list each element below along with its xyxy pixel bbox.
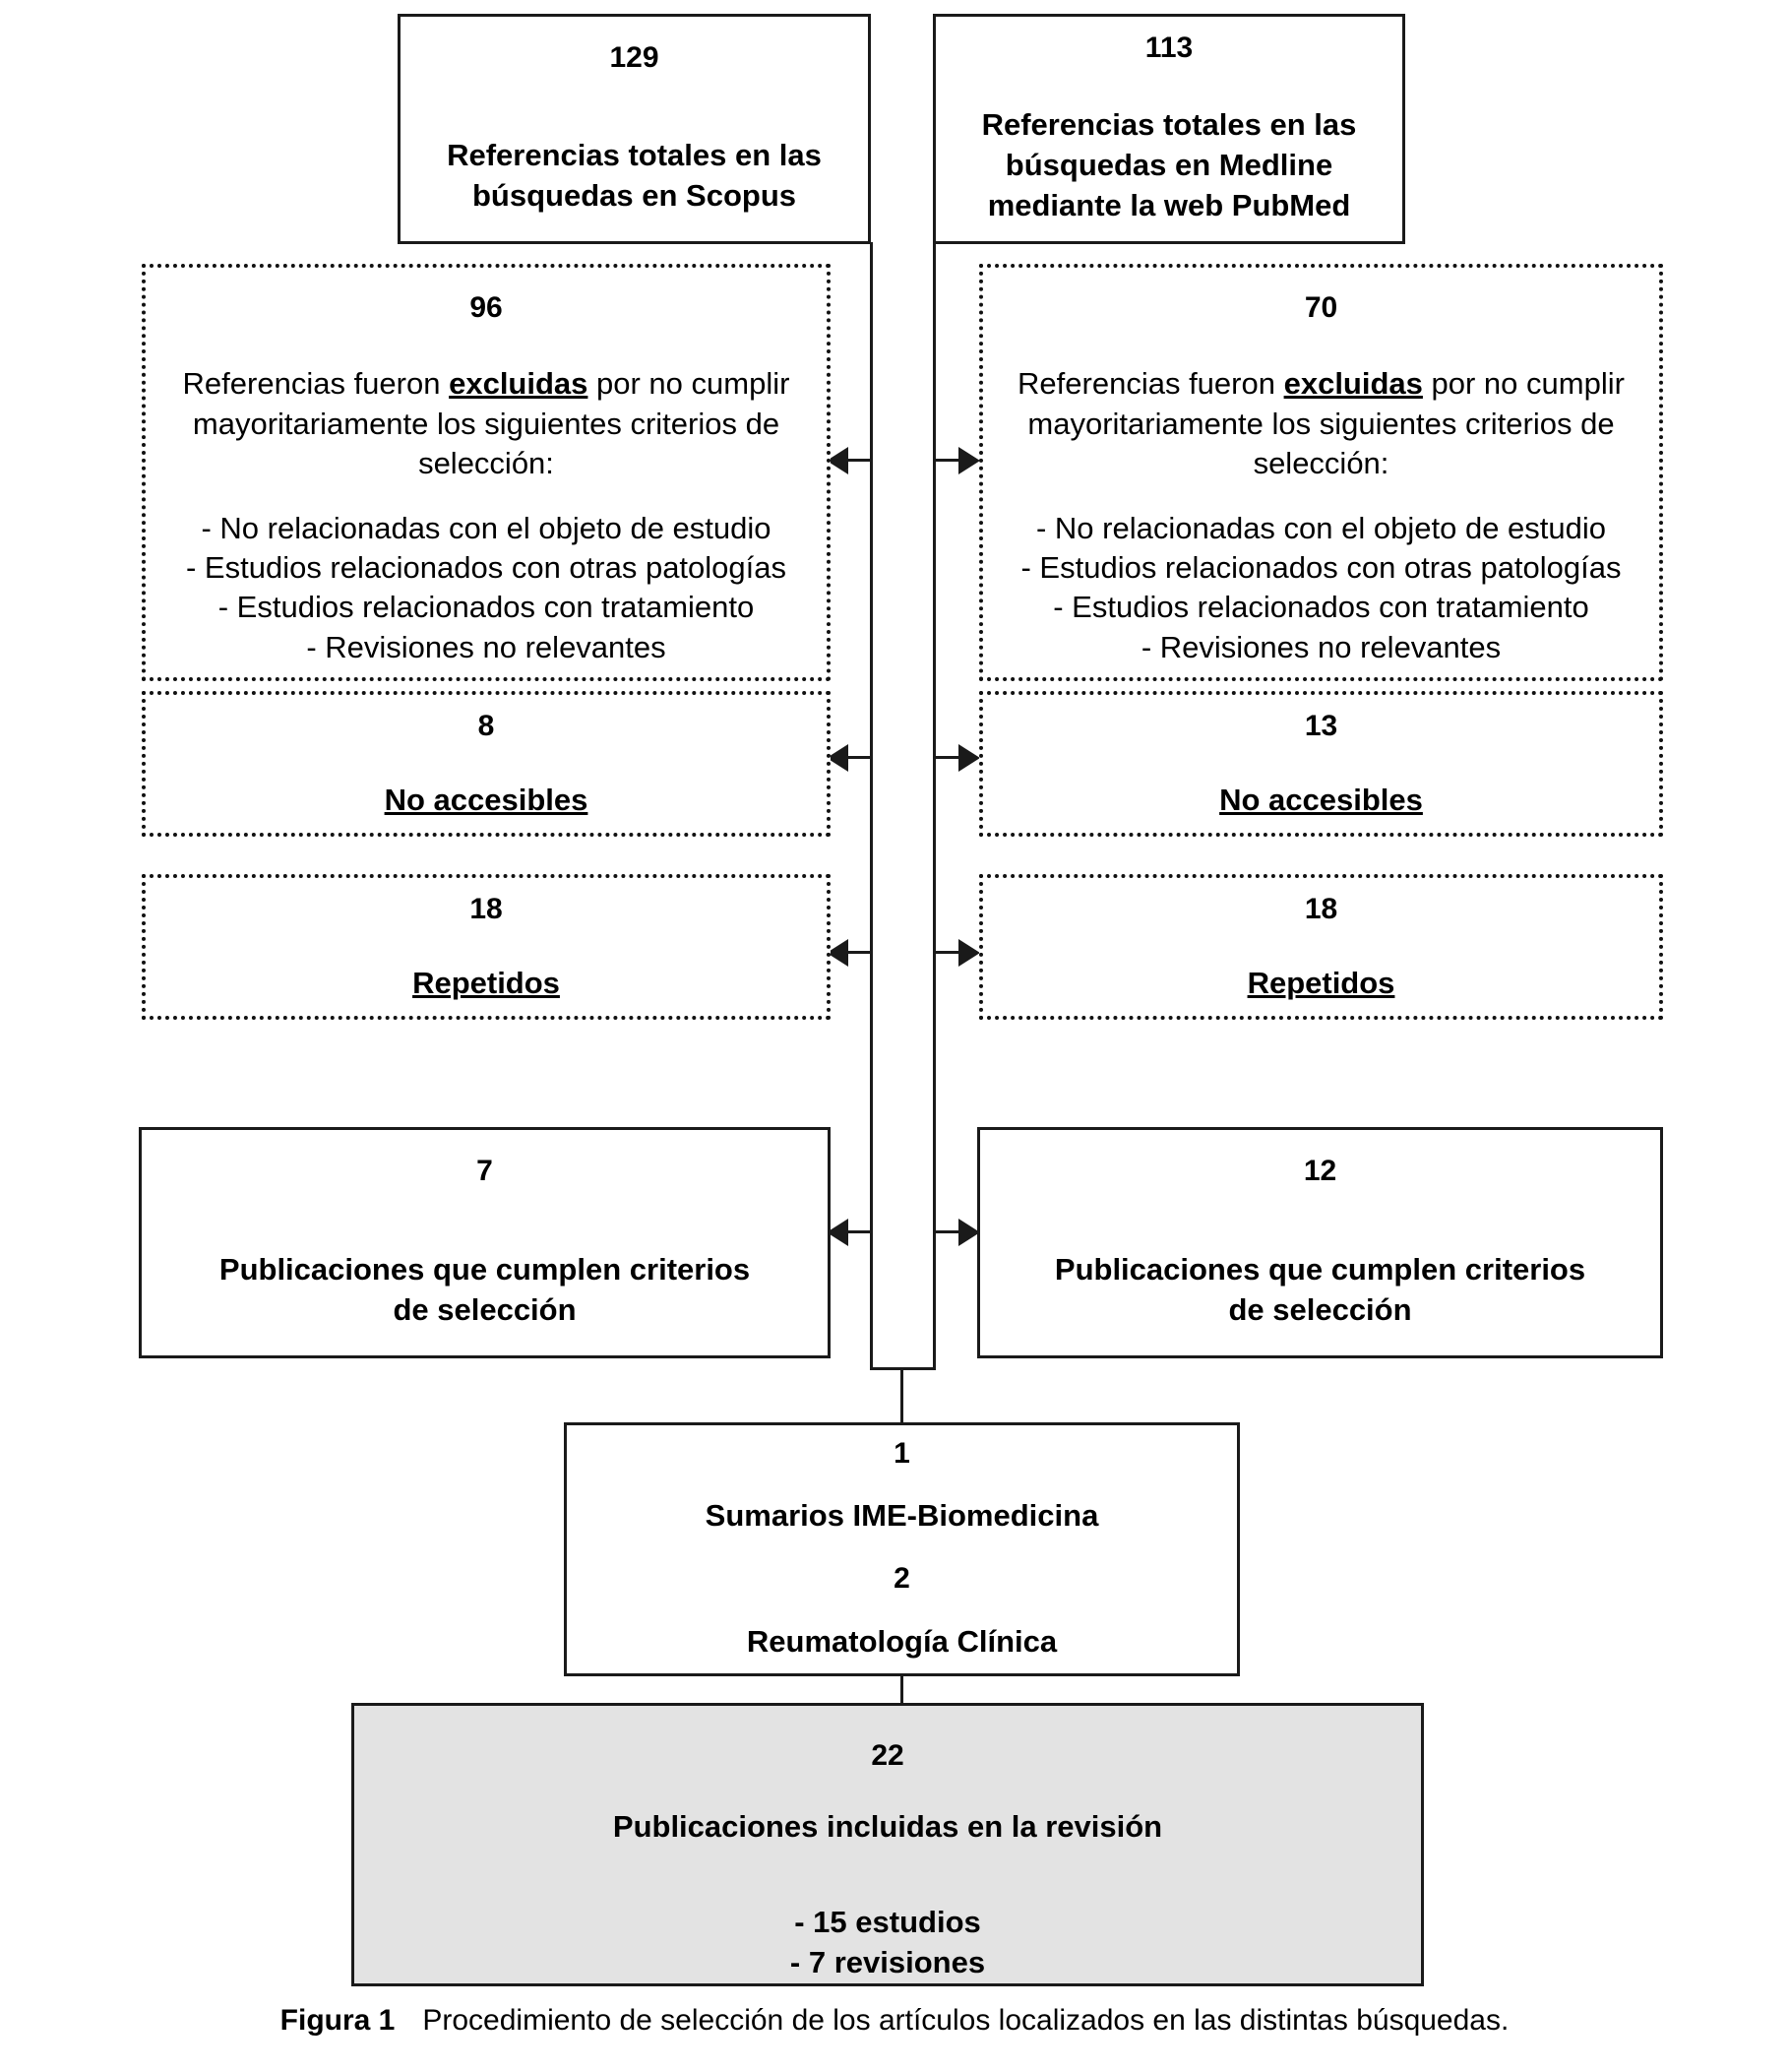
arrow-line-meetcriteria-left	[848, 1230, 872, 1233]
other-sources-label-1: Sumarios IME-Biomedicina	[705, 1498, 1099, 1534]
excluded-box-right: 70 Referencias fueron excluidas por no c…	[979, 264, 1663, 681]
other-sources-to-included-line	[900, 1676, 903, 1726]
excluded-right-criterion-1: - No relacionadas con el objeto de estud…	[1035, 510, 1607, 545]
meeting-criteria-left-label-line2: de selección	[393, 1291, 577, 1327]
other-sources-count-2: 2	[894, 1562, 910, 1595]
not-accessible-box-right: 13 No accesibles	[979, 691, 1663, 837]
arrowhead-excluded-right-icon	[958, 447, 980, 474]
included-label: Publicaciones incluidas en la revisión	[612, 1808, 1163, 1844]
arrow-line-notaccessible-right	[934, 756, 959, 759]
not-accessible-right-count: 13	[1304, 709, 1338, 742]
source-box-scopus: 129 Referencias totales en las búsquedas…	[398, 14, 871, 244]
excluded-right-line2: mayoritariamente los siguientes criterio…	[1027, 406, 1615, 441]
excluded-left-intro: Referencias fueron excluidas por no cump…	[183, 364, 790, 404]
central-left-connector-line	[870, 242, 873, 1370]
central-to-other-sources-line	[900, 1367, 903, 1422]
included-breakdown-1: - 15 estudios	[794, 1905, 981, 1940]
meeting-criteria-right-count: 12	[1303, 1155, 1337, 1188]
excluded-left-line2: mayoritariamente los siguientes criterio…	[192, 406, 780, 441]
excluded-right-line3: selección:	[1253, 445, 1389, 480]
included-count: 22	[871, 1739, 904, 1772]
other-sources-box: 1 Sumarios IME-Biomedicina 2 Reumatologí…	[564, 1422, 1240, 1676]
arrow-line-duplicates-left	[848, 951, 872, 954]
pubmed-title-line2: búsquedas en Medline	[1005, 147, 1333, 182]
arrowhead-meetcriteria-left-icon	[827, 1219, 848, 1246]
excluded-left-criterion-4: - Revisiones no relevantes	[306, 629, 666, 664]
duplicates-right-count: 18	[1304, 892, 1338, 925]
meeting-criteria-box-right: 12 Publicaciones que cumplen criterios d…	[977, 1127, 1663, 1358]
arrow-line-excluded-right	[934, 459, 959, 462]
not-accessible-left-label: No accesibles	[384, 783, 588, 818]
meeting-criteria-right-label-line2: de selección	[1228, 1291, 1412, 1327]
excluded-right-criterion-4: - Revisiones no relevantes	[1141, 629, 1502, 664]
meeting-criteria-left-label-line1: Publicaciones que cumplen criterios	[218, 1251, 751, 1287]
arrowhead-notaccessible-left-icon	[827, 744, 848, 772]
figure-caption: Figura 1 Procedimiento de selección de lo…	[0, 2004, 1789, 2038]
excluded-left-criterion-1: - No relacionadas con el objeto de estud…	[201, 510, 771, 545]
arrowhead-notaccessible-right-icon	[958, 744, 980, 772]
arrow-line-meetcriteria-right	[934, 1230, 959, 1233]
source-box-pubmed: 113 Referencias totales en las búsquedas…	[933, 14, 1405, 244]
excluded-left-criterion-2: - Estudios relacionados con otras patolo…	[185, 550, 787, 586]
excluded-left-emphasis: excluidas	[449, 366, 588, 402]
pubmed-title-line1: Referencias totales en las	[981, 106, 1357, 142]
excluded-box-left: 96 Referencias fueron excluidas por no c…	[142, 264, 831, 681]
arrowhead-excluded-left-icon	[827, 447, 848, 474]
arrowhead-duplicates-left-icon	[827, 939, 848, 967]
excluded-left-criterion-3: - Estudios relacionados con tratamiento	[217, 590, 755, 625]
not-accessible-left-count: 8	[477, 709, 495, 742]
excluded-left-count: 96	[469, 291, 503, 324]
figure-label: Figura 1	[279, 2004, 396, 2037]
scopus-title-line2: búsquedas en Scopus	[471, 178, 796, 214]
excluded-right-intro-head: Referencias fueron	[1018, 366, 1284, 402]
excluded-left-intro-tail: por no cumplir	[587, 366, 790, 402]
arrow-line-excluded-left	[848, 459, 872, 462]
figure-caption-text: Procedimiento de selección de los artícu…	[422, 2004, 1510, 2037]
excluded-left-line3: selección:	[418, 445, 554, 480]
other-sources-label-2: Reumatología Clínica	[746, 1623, 1058, 1659]
excluded-left-intro-head: Referencias fueron	[182, 366, 450, 402]
duplicates-right-label: Repetidos	[1247, 966, 1395, 1001]
excluded-right-intro-tail: por no cumplir	[1422, 366, 1625, 402]
included-box: 22 Publicaciones incluidas en la revisió…	[351, 1703, 1424, 1986]
included-breakdown-2: - 7 revisiones	[789, 1945, 986, 1980]
duplicates-box-left: 18 Repetidos	[142, 874, 831, 1020]
excluded-right-criterion-2: - Estudios relacionados con otras patolo…	[1020, 550, 1622, 586]
other-sources-count-1: 1	[894, 1436, 910, 1470]
excluded-right-emphasis: excluidas	[1283, 366, 1423, 402]
meeting-criteria-box-left: 7 Publicaciones que cumplen criterios de…	[139, 1127, 831, 1358]
central-right-connector-line	[933, 242, 936, 1370]
duplicates-left-label: Repetidos	[412, 966, 560, 1001]
excluded-right-count: 70	[1304, 291, 1338, 324]
duplicates-left-count: 18	[469, 892, 503, 925]
excluded-right-intro: Referencias fueron excluidas por no cump…	[1018, 364, 1625, 404]
arrowhead-meetcriteria-right-icon	[958, 1219, 980, 1246]
arrow-line-duplicates-right	[934, 951, 959, 954]
pubmed-title-line3: mediante la web PubMed	[987, 187, 1351, 222]
not-accessible-box-left: 8 No accesibles	[142, 691, 831, 837]
scopus-count: 129	[609, 40, 659, 74]
meeting-criteria-right-label-line1: Publicaciones que cumplen criterios	[1054, 1251, 1586, 1287]
excluded-right-criterion-3: - Estudios relacionados con tratamiento	[1053, 590, 1589, 625]
meeting-criteria-left-count: 7	[476, 1155, 493, 1188]
arrowhead-duplicates-right-icon	[958, 939, 980, 967]
pubmed-count: 113	[1144, 31, 1194, 65]
not-accessible-right-label: No accesibles	[1219, 783, 1423, 818]
arrow-line-notaccessible-left	[848, 756, 872, 759]
scopus-title-line1: Referencias totales en las	[447, 138, 822, 173]
duplicates-box-right: 18 Repetidos	[979, 874, 1663, 1020]
